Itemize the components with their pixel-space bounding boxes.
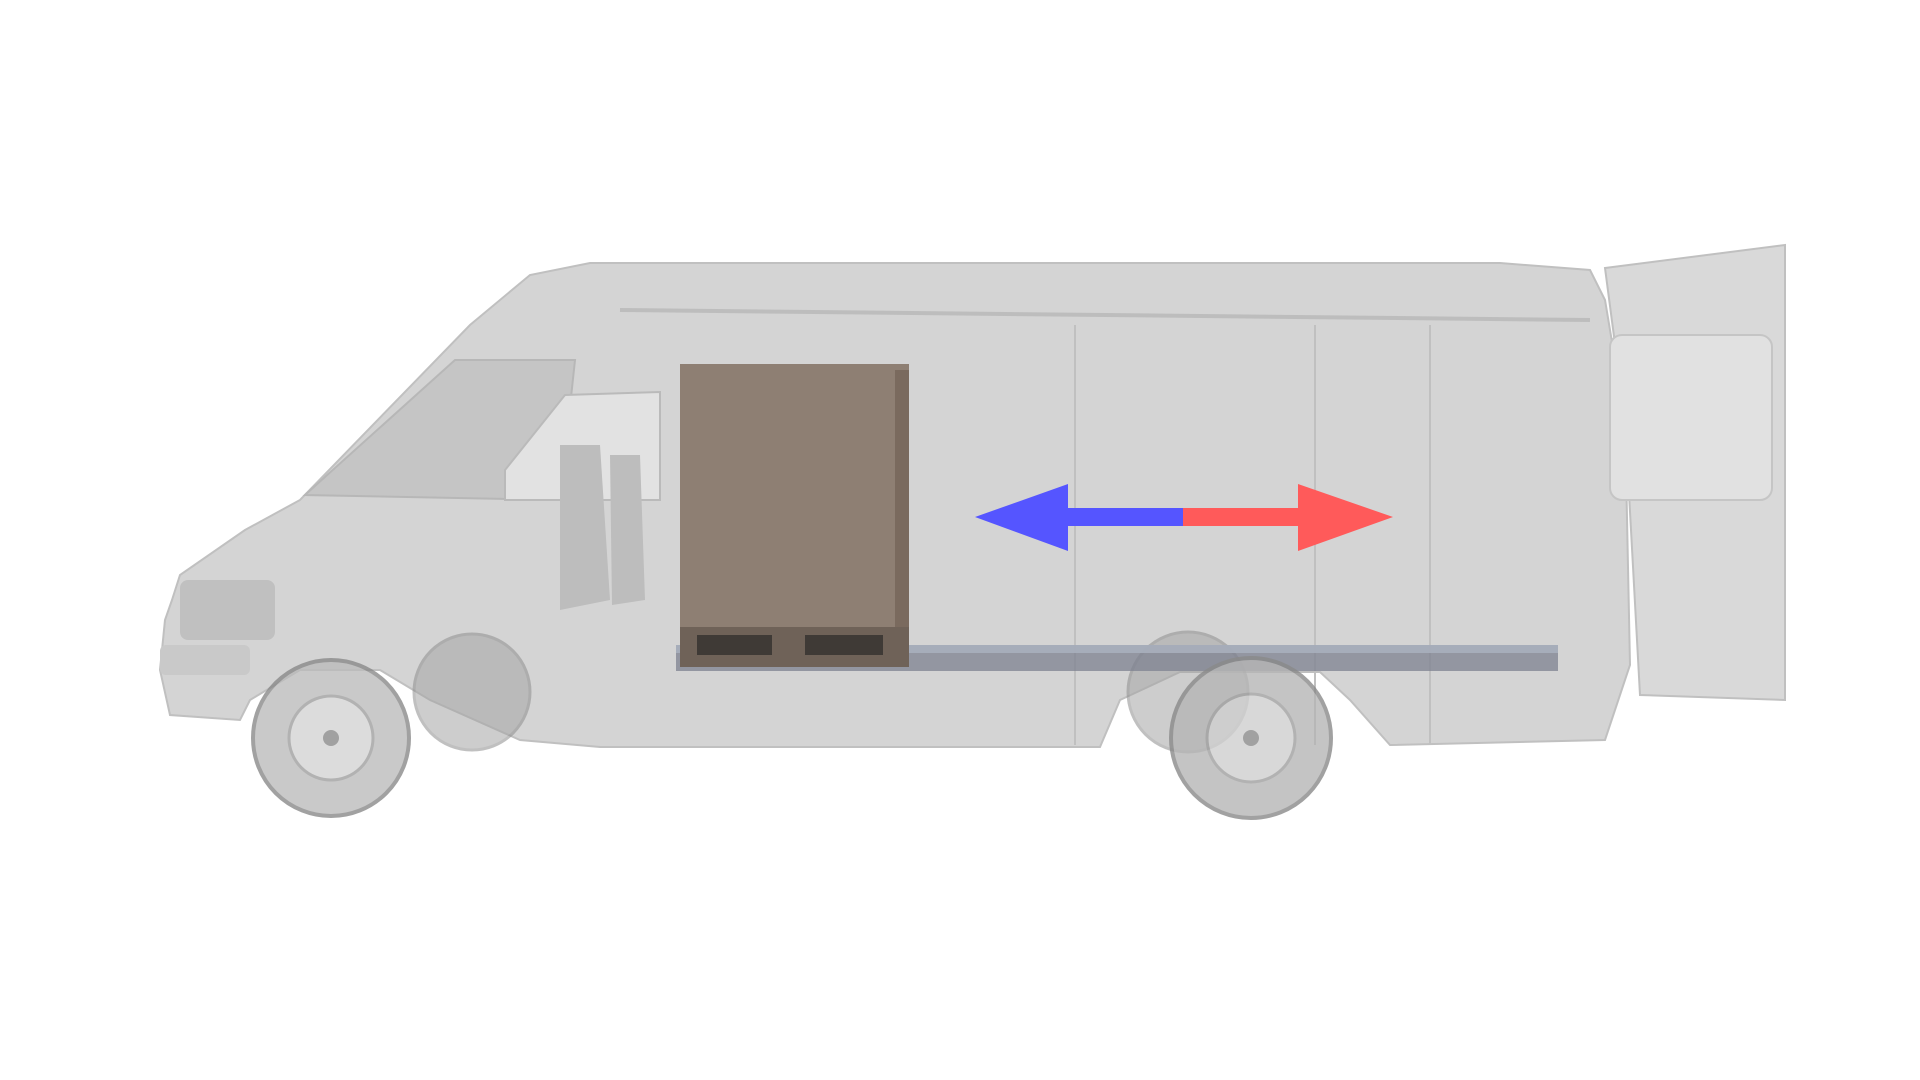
pallet-slot (697, 635, 772, 655)
wheel-front-hub (323, 730, 339, 746)
cargo-box-side (895, 370, 909, 667)
windshield (302, 359, 577, 502)
rear-door-window (1609, 334, 1773, 501)
grille (180, 580, 275, 640)
pallet-slot (805, 635, 883, 655)
cargo-floor-top (676, 645, 1558, 653)
wheel-rear-hub (1243, 730, 1259, 746)
cargo-box (680, 364, 909, 667)
seat (560, 445, 610, 610)
seat (610, 455, 645, 605)
wheel-far-front (412, 632, 532, 752)
roof-rail (619, 308, 1591, 322)
bidirectional-arrow (975, 484, 1393, 551)
arrow-left-blue (975, 484, 1183, 551)
cargo-pallet-box (680, 364, 909, 667)
bumper (160, 645, 250, 675)
near-wheels (251, 656, 1333, 820)
arrow-right-red (1183, 484, 1393, 551)
